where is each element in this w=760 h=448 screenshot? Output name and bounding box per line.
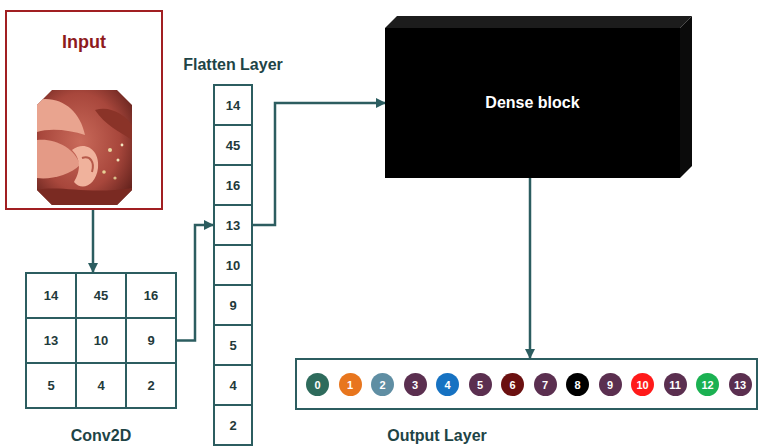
- class-index: 0: [314, 379, 320, 391]
- class-circle: 8: [566, 373, 589, 396]
- output-layer-box: Output Layer012345678910111213: [295, 358, 758, 410]
- class-circle: 10: [631, 373, 654, 396]
- matrix-cell: 14: [213, 84, 253, 126]
- class-index: 11: [669, 379, 681, 391]
- dense-block: Dense block: [385, 28, 680, 178]
- cell-value: 4: [97, 378, 104, 393]
- matrix-cell: 13: [213, 204, 253, 246]
- input-title: Input: [7, 32, 161, 53]
- endoscopy-image: [37, 90, 132, 205]
- matrix-cell: 16: [213, 164, 253, 206]
- cell-value: 45: [94, 288, 108, 303]
- cell-value: 2: [147, 378, 154, 393]
- conv2d-grid: Conv2D14451613109542: [25, 272, 177, 409]
- layer-heading: Flatten Layer: [173, 52, 293, 78]
- class-index: 9: [607, 379, 613, 391]
- cell-value: 16: [144, 288, 158, 303]
- matrix-cell: 4: [213, 364, 253, 406]
- cell-value: 16: [226, 178, 240, 193]
- class-circle: 6: [501, 373, 524, 396]
- flatten-column: Flatten Layer14451613109542: [213, 84, 253, 446]
- cell-value: 13: [44, 333, 58, 348]
- cell-value: 9: [229, 298, 236, 313]
- cell-value: 14: [226, 98, 240, 113]
- class-circle: 9: [599, 373, 622, 396]
- class-index: 6: [509, 379, 515, 391]
- flow-arrow: [529, 178, 532, 358]
- class-circle: 7: [534, 373, 557, 396]
- cell-value: 9: [147, 333, 154, 348]
- class-circle: 12: [696, 373, 719, 396]
- matrix-cell: 13: [25, 317, 77, 364]
- class-index: 3: [412, 379, 418, 391]
- cell-value: 5: [229, 338, 236, 353]
- class-index: 5: [477, 379, 483, 391]
- cell-value: 5: [47, 378, 54, 393]
- flow-arrow: [253, 103, 385, 225]
- matrix-cell: 16: [125, 272, 177, 319]
- matrix-cell: 5: [25, 362, 77, 409]
- class-circle: 4: [436, 373, 459, 396]
- dense-block-depth: [385, 16, 692, 178]
- matrix-cell: 10: [213, 244, 253, 286]
- matrix-cell: 14: [25, 272, 77, 319]
- class-circle: 2: [371, 373, 394, 396]
- matrix-cell: 10: [75, 317, 127, 364]
- class-index: 4: [444, 379, 450, 391]
- cell-value: 10: [226, 258, 240, 273]
- matrix-cell: 45: [213, 124, 253, 166]
- matrix-cell: 2: [125, 362, 177, 409]
- cell-value: 10: [94, 333, 108, 348]
- class-circle: 1: [339, 373, 362, 396]
- class-index: 1: [347, 379, 353, 391]
- class-index: 7: [542, 379, 548, 391]
- class-circle: 0: [306, 373, 329, 396]
- cell-value: 45: [226, 138, 240, 153]
- class-index: 8: [574, 379, 580, 391]
- matrix-cell: 5: [213, 324, 253, 366]
- class-circle: 5: [469, 373, 492, 396]
- cell-value: 2: [229, 418, 236, 433]
- class-index: 10: [636, 379, 648, 391]
- matrix-cell: 4: [75, 362, 127, 409]
- class-index: 12: [701, 379, 713, 391]
- class-circle: 11: [664, 373, 687, 396]
- cell-value: 13: [226, 218, 240, 233]
- input-box: Input: [5, 10, 163, 210]
- class-index: 13: [734, 379, 746, 391]
- matrix-cell: 2: [213, 404, 253, 446]
- class-circle: 13: [729, 373, 752, 396]
- class-index: 2: [379, 379, 385, 391]
- flow-arrow: [177, 225, 213, 341]
- layer-heading: Conv2D: [5, 427, 197, 445]
- layer-heading: Output Layer: [297, 427, 577, 445]
- cell-value: 4: [229, 378, 236, 393]
- flow-arrow: [92, 210, 95, 272]
- matrix-cell: 9: [213, 284, 253, 326]
- block-label: Dense block: [485, 94, 579, 112]
- matrix-cell: 9: [125, 317, 177, 364]
- cell-value: 14: [44, 288, 58, 303]
- matrix-cell: 45: [75, 272, 127, 319]
- class-circle: 3: [404, 373, 427, 396]
